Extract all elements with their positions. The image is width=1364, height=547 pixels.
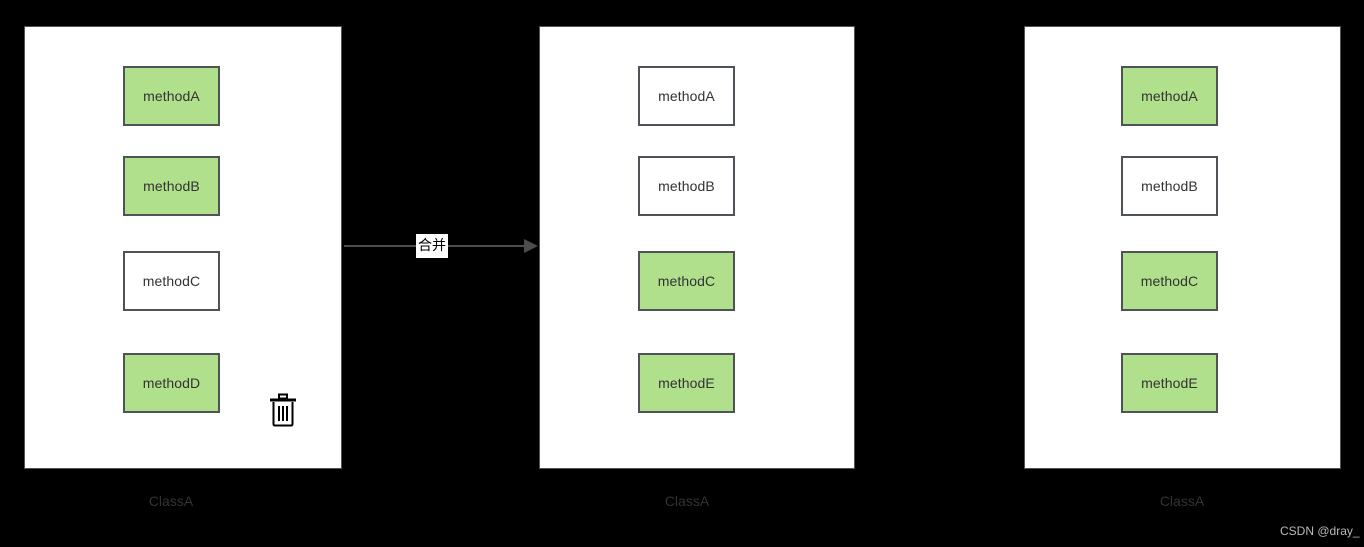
method-box[interactable]: methodC bbox=[1121, 251, 1218, 311]
method-box[interactable]: methodE bbox=[638, 353, 735, 413]
method-label: methodC bbox=[142, 273, 201, 289]
class-panel-3: methodA methodB methodC methodE bbox=[1024, 26, 1341, 469]
watermark: CSDN @dray_ bbox=[1280, 524, 1360, 538]
method-label: methodA bbox=[658, 88, 715, 104]
merge-arrow: 合并 bbox=[344, 228, 540, 264]
method-box[interactable]: methodB bbox=[638, 156, 735, 216]
arrow-label: 合并 bbox=[416, 234, 448, 258]
arrow-head-icon bbox=[524, 239, 538, 253]
class-panel-2: methodA methodB methodC methodE bbox=[539, 26, 1336, 469]
method-box[interactable]: methodC bbox=[638, 251, 735, 311]
method-label: methodB bbox=[1141, 178, 1198, 194]
method-box[interactable]: methodB bbox=[123, 156, 220, 216]
method-box[interactable]: methodD bbox=[123, 353, 220, 413]
method-box[interactable]: methodA bbox=[123, 66, 220, 126]
panel-caption-2: ClassA bbox=[664, 493, 710, 509]
method-label: methodA bbox=[143, 88, 200, 104]
method-label: methodC bbox=[1140, 273, 1199, 289]
method-box[interactable]: methodE bbox=[1121, 353, 1218, 413]
method-label: methodE bbox=[658, 375, 715, 391]
method-label: methodC bbox=[657, 273, 716, 289]
panel-caption-3: ClassA bbox=[1159, 493, 1205, 509]
method-label: methodB bbox=[658, 178, 715, 194]
method-label: methodD bbox=[142, 375, 201, 391]
method-label: methodB bbox=[143, 178, 200, 194]
trash-icon[interactable] bbox=[268, 393, 298, 427]
panel-caption-1: ClassA bbox=[148, 493, 194, 509]
method-box[interactable]: methodA bbox=[638, 66, 735, 126]
method-box[interactable]: methodC bbox=[123, 251, 220, 311]
method-label: methodA bbox=[1141, 88, 1198, 104]
method-box[interactable]: methodB bbox=[1121, 156, 1218, 216]
method-box[interactable]: methodA bbox=[1121, 66, 1218, 126]
class-panel-1: methodA methodB methodC methodD bbox=[24, 26, 342, 469]
method-label: methodE bbox=[1141, 375, 1198, 391]
